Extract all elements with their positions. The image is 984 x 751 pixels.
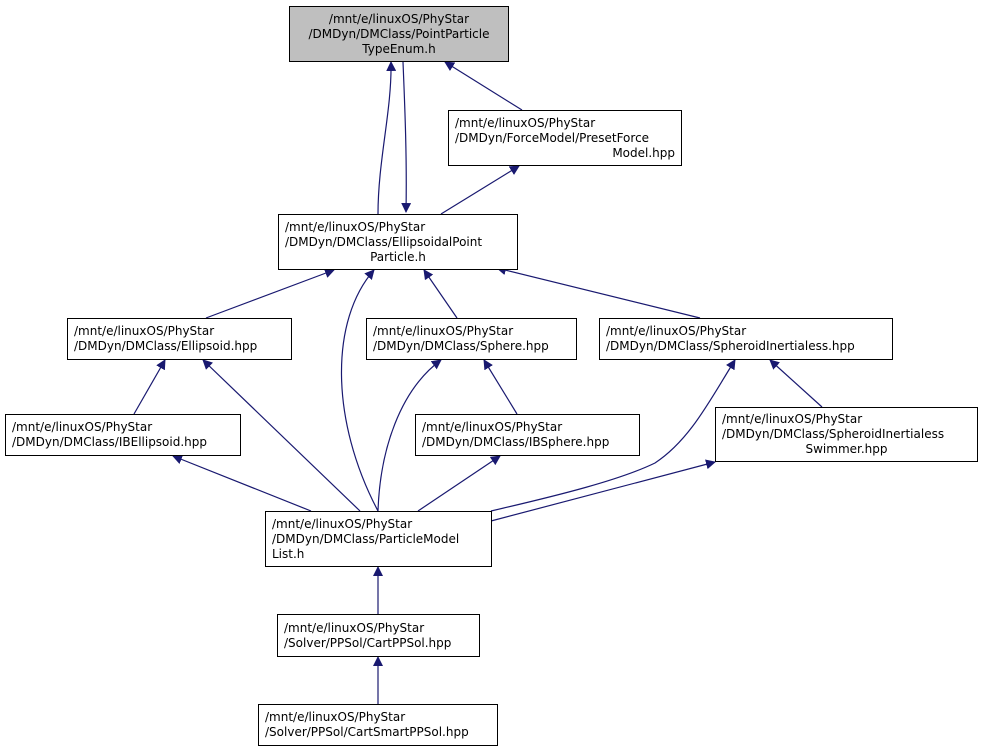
node-line: /DMDyn/ForceModel/PresetForce [455, 130, 650, 145]
node-line: /mnt/e/linuxOS/PhyStar [12, 420, 153, 434]
edge-ibsphere-to-sphere [483, 359, 518, 415]
edge-particlemodellist-to-ibsphere [417, 455, 501, 512]
node-line: Particle.h [370, 249, 426, 264]
edge-particlemodellist-to-spheroidswimmer [490, 459, 716, 522]
node-line: /DMDyn/DMClass/EllipsoidalPoint [285, 234, 483, 249]
node-line: /Solver/PPSol/CartPPSol.hpp [284, 635, 452, 650]
node-sphere[interactable]: /mnt/e/linuxOS/PhyStar /DMDyn/DMClass/Sp… [366, 318, 577, 360]
node-line: /DMDyn/DMClass/IBSphere.hpp [422, 435, 610, 449]
edge-ellipsoid-to-ellipsoidalpoint [205, 268, 335, 319]
node-spheroidinertialess[interactable]: /mnt/e/linuxOS/PhyStar /DMDyn/DMClass/Sp… [599, 318, 893, 360]
edge-particlemodellist-to-sphere [377, 359, 442, 512]
node-line: /mnt/e/linuxOS/PhyStar [265, 710, 406, 724]
edge-pointparticletype-to-ellipsoidalpoint [401, 61, 412, 213]
node-line: /DMDyn/DMClass/SpheroidInertialess [722, 427, 945, 441]
edge-ellipsoidalpoint-to-pointparticletype [377, 61, 397, 215]
node-line: List.h [272, 546, 305, 561]
edge-ibellipsoid-to-ellipsoid [133, 359, 166, 415]
node-ibellipsoid[interactable]: /mnt/e/linuxOS/PhyStar /DMDyn/DMClass/IB… [5, 414, 241, 456]
edge-particlemodellist-to-spheroidinertialess [490, 359, 736, 512]
node-line: /mnt/e/linuxOS/PhyStar [606, 324, 747, 338]
edge-particlemodellist-to-ellipsoidalpoint [340, 269, 379, 512]
node-line: /mnt/e/linuxOS/PhyStar [284, 620, 425, 635]
node-line: /DMDyn/DMClass/PointParticle [308, 26, 490, 41]
edge-ellipsoidalpoint-to-presetforce [440, 165, 520, 215]
edge-particlemodellist-to-ellipsoid [202, 359, 361, 512]
node-line: Model.hpp [612, 145, 675, 160]
node-cartppsol[interactable]: /mnt/e/linuxOS/PhyStar /Solver/PPSol/Car… [277, 614, 480, 657]
node-line: /mnt/e/linuxOS/PhyStar [422, 420, 563, 434]
node-line: /mnt/e/linuxOS/PhyStar [272, 516, 413, 531]
node-pointparticletypeenum[interactable]: /mnt/e/linuxOS/PhyStar /DMDyn/DMClass/Po… [289, 6, 509, 62]
node-line: /DMDyn/DMClass/Ellipsoid.hpp [74, 339, 258, 353]
node-line: /DMDyn/DMClass/ParticleModel [272, 531, 460, 546]
node-cartsmartppsol[interactable]: /mnt/e/linuxOS/PhyStar /Solver/PPSol/Car… [258, 704, 498, 746]
node-line: Swimmer.hpp [805, 442, 888, 456]
node-line: /mnt/e/linuxOS/PhyStar [455, 115, 596, 130]
edge-spheroidinertialess-to-ellipsoidalpoint [496, 265, 701, 319]
node-line: /mnt/e/linuxOS/PhyStar [373, 324, 514, 338]
node-line: /mnt/e/linuxOS/PhyStar [285, 219, 426, 234]
edge-spheroidswimmer-to-spheroidinertialess [769, 359, 823, 408]
node-ellipsoid[interactable]: /mnt/e/linuxOS/PhyStar /DMDyn/DMClass/El… [67, 318, 292, 360]
node-line: TypeEnum.h [362, 41, 436, 56]
edge-sphere-to-ellipsoidalpoint [423, 269, 458, 319]
node-line: /Solver/PPSol/CartSmartPPSol.hpp [265, 725, 469, 739]
node-particlemodellist[interactable]: /mnt/e/linuxOS/PhyStar /DMDyn/DMClass/Pa… [265, 511, 492, 567]
node-line: /mnt/e/linuxOS/PhyStar [328, 11, 470, 26]
edge-particlemodellist-to-ibellipsoid [172, 454, 312, 512]
node-ibsphere[interactable]: /mnt/e/linuxOS/PhyStar /DMDyn/DMClass/IB… [415, 414, 640, 456]
node-line: /mnt/e/linuxOS/PhyStar [722, 412, 863, 426]
node-line: /DMDyn/DMClass/Sphere.hpp [373, 339, 549, 353]
edge-presetforce-to-pointparticletype [444, 61, 523, 111]
node-spheroidinertialessswimmer[interactable]: /mnt/e/linuxOS/PhyStar /DMDyn/DMClass/Sp… [715, 407, 978, 462]
node-line: /DMDyn/DMClass/IBEllipsoid.hpp [12, 435, 208, 449]
node-presetforcemodel[interactable]: /mnt/e/linuxOS/PhyStar /DMDyn/ForceModel… [448, 110, 682, 166]
node-line: /mnt/e/linuxOS/PhyStar [74, 324, 215, 338]
node-line: /DMDyn/DMClass/SpheroidInertialess.hpp [606, 339, 855, 353]
node-ellipsoidalpointparticle[interactable]: /mnt/e/linuxOS/PhyStar /DMDyn/DMClass/El… [278, 214, 518, 270]
